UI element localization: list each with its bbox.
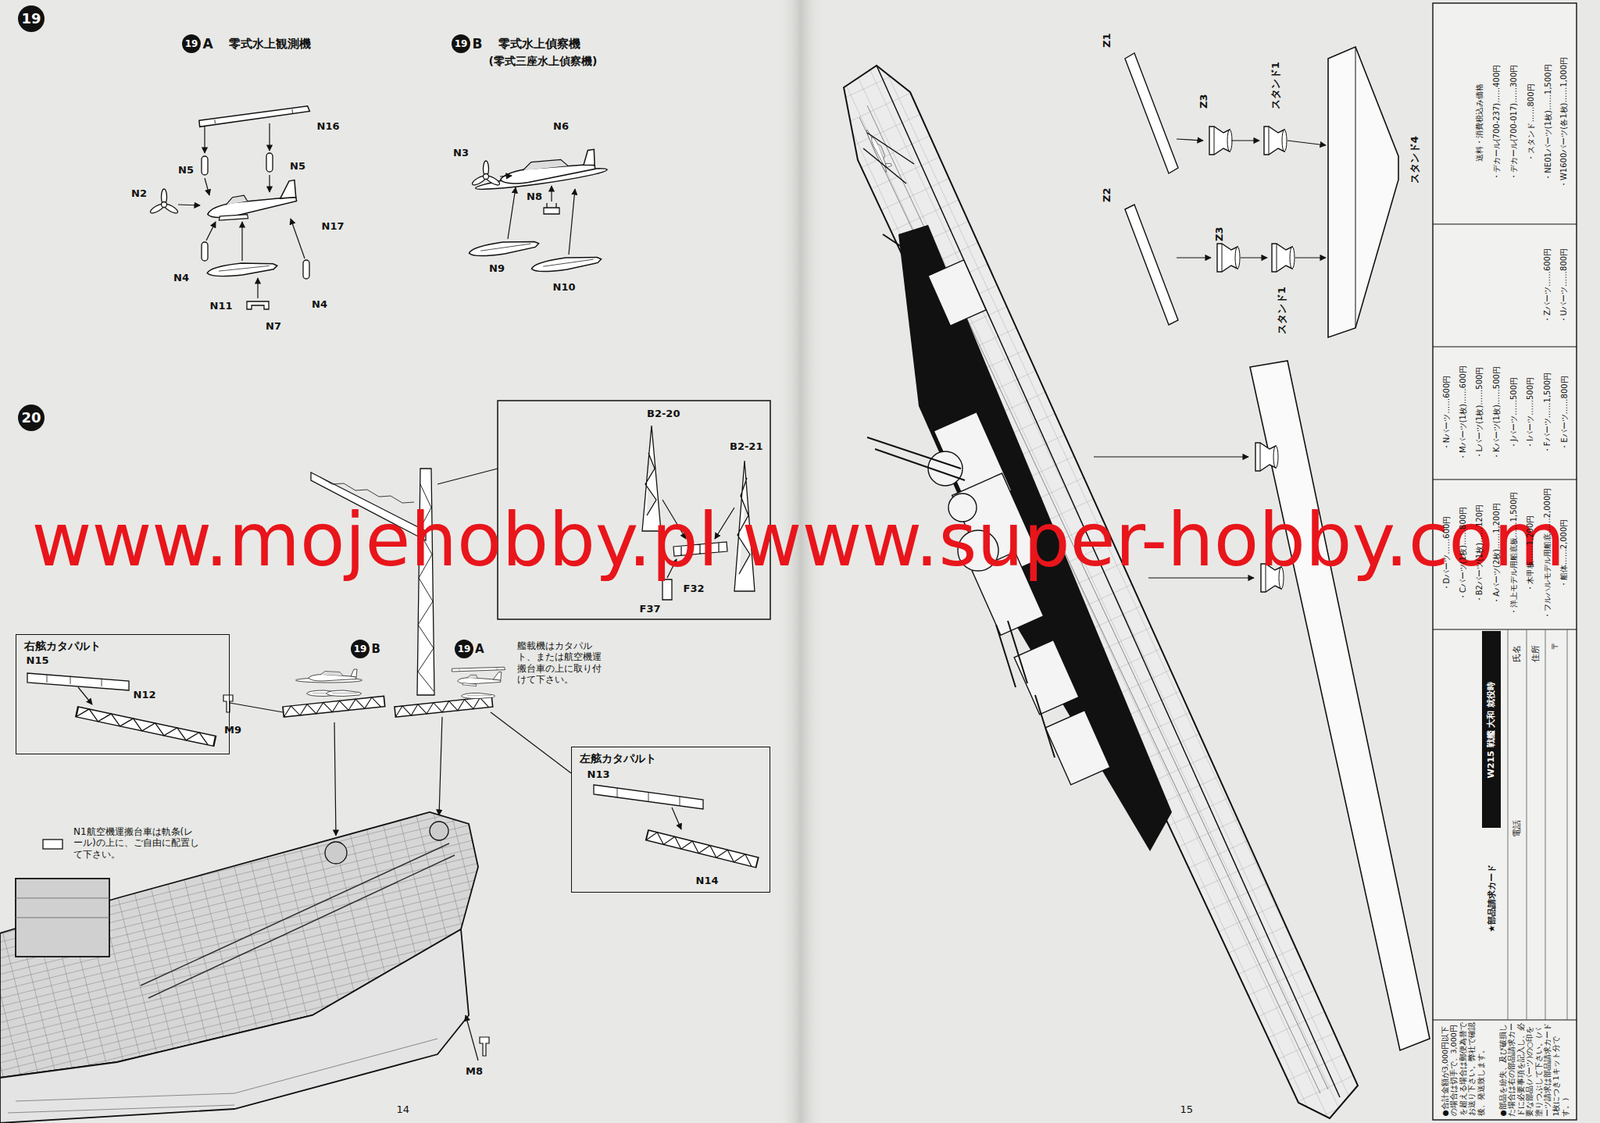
- price-row: ・Uパーツ……800円: [1559, 248, 1569, 324]
- part-number: N7: [265, 320, 282, 333]
- step-number: 20: [17, 404, 45, 432]
- price-row: ・Jパーツ……500円: [1509, 377, 1519, 450]
- part-number: Z2: [1100, 188, 1114, 203]
- step-number: 19: [17, 5, 45, 33]
- price-row: ・B2パーツ(1枚)……120円: [1475, 504, 1485, 604]
- part-number: F32: [683, 582, 705, 596]
- callout-badge: 19: [454, 639, 475, 660]
- form-field: 〒: [1549, 641, 1560, 650]
- aircraft-name: 零式水上観測機: [228, 36, 311, 51]
- part-number: N12: [133, 689, 157, 702]
- price-row: ・Aパーツ(2枚)……1,200円: [1492, 503, 1502, 605]
- price-note: 送料・消費税込み価格: [1475, 83, 1485, 162]
- part-number: N17: [321, 220, 345, 233]
- part-number: N15: [26, 654, 50, 668]
- part-number: N8: [526, 190, 543, 204]
- price-row: ・デカール(700-237)……400円: [1492, 64, 1502, 182]
- part-number: Z1: [1100, 33, 1114, 48]
- card-title: ★部品請求カード: [1485, 864, 1497, 933]
- card-note: ●部品を紛失、及び破損した場合は右の部品請求カードに必要事項を記入し、必要な部品…: [1498, 1022, 1570, 1117]
- part-number: B2-21: [729, 440, 763, 454]
- part-number: N5: [178, 164, 194, 177]
- part-number: N14: [696, 875, 719, 888]
- step-variant: A: [475, 642, 485, 657]
- part-number: N10: [553, 281, 576, 294]
- part-number: N11: [210, 300, 233, 313]
- part-number: N2: [131, 187, 147, 200]
- node-text: 19: [21, 10, 41, 28]
- kit-name: W215 戦艦 大和 就役時: [1485, 681, 1497, 779]
- price-row: ・Cパーツ(1枚)……800円: [1458, 507, 1468, 601]
- part-number: N5: [289, 160, 306, 173]
- part-number: F37: [639, 603, 661, 616]
- part-number: N13: [587, 768, 611, 782]
- aircraft-name: 零式水上偵察機: [498, 36, 581, 51]
- callout-badge: 19: [182, 34, 202, 54]
- node-text: 19: [457, 643, 472, 655]
- node-text: 19: [353, 643, 368, 655]
- part-number: B2-20: [646, 407, 680, 421]
- price-row: ・Lパーツ(1枚)……500円: [1475, 367, 1485, 461]
- price-row: ・Eパーツ……800円: [1559, 375, 1569, 450]
- part-number: M9: [224, 724, 242, 737]
- price-row: ・Nパーツ……600円: [1442, 375, 1452, 452]
- node-text: 左舷カタパルト: [579, 752, 657, 765]
- step-variant: B: [371, 642, 381, 657]
- price-row: ・スタンド……800円: [1525, 83, 1536, 161]
- node-text: 19: [185, 38, 199, 50]
- node-text: 19: [454, 38, 468, 50]
- part-number: N4: [173, 271, 190, 285]
- price-row: ・フルハルモデル用船底……2,000円: [1542, 488, 1553, 621]
- part-number: N9: [489, 262, 505, 275]
- price-row: ・Fパーツ……1,500円: [1542, 372, 1553, 454]
- form-field: 住所: [1530, 644, 1541, 662]
- step-variant: B: [472, 35, 483, 52]
- part-number: Z3: [1197, 94, 1211, 109]
- part-number: N3: [453, 146, 469, 160]
- page-number: 14: [396, 1103, 411, 1117]
- price-row: ・Zパーツ……600円: [1542, 248, 1553, 324]
- card-note: ●合計金額が3,000円以下の場合は切手で、3,000円を超える場合は郵便為替で…: [1440, 1022, 1486, 1117]
- price-row: ・Iパーツ……500円: [1525, 377, 1536, 450]
- page-number: 15: [1180, 1103, 1194, 1117]
- price-row: ・木甲板……1,200円: [1525, 515, 1536, 593]
- assembly-note: 艦載機はカタパルト、または航空機運搬台車の上に取り付けて下さい。: [517, 640, 610, 686]
- node-text: 右舷カタパルト: [24, 639, 101, 653]
- price-row: ・W1600パーツ(各1枚)……1,000円: [1559, 57, 1569, 189]
- form-field: 電話: [1511, 819, 1522, 837]
- part-number: Z3: [1213, 227, 1226, 242]
- inset-panel: 右舷カタパルト: [15, 634, 230, 755]
- callout-badge: 19: [350, 639, 371, 660]
- part-number: スタンド4: [1407, 135, 1421, 184]
- part-number: N4: [311, 298, 328, 311]
- part-number: スタンド1: [1268, 61, 1282, 110]
- price-row: ・Mパーツ(1枚)……600円: [1458, 365, 1468, 461]
- assembly-note: N1航空機運搬台車は軌条(レール)の上に、ご自由に配置して下さい。: [73, 826, 203, 861]
- price-row: ・船体……2,000円: [1559, 519, 1569, 590]
- price-row: ・NE01パーツ(1枚)……1,500円: [1542, 64, 1553, 181]
- callout-badge: 19: [451, 34, 472, 54]
- price-row: ・洋上モデル用船底板……1,500円: [1509, 492, 1519, 617]
- step-variant: A: [203, 35, 214, 52]
- price-row: ・Dパーツ……600円: [1442, 516, 1452, 593]
- node-text: 20: [21, 409, 41, 427]
- part-number: M8: [465, 1065, 483, 1079]
- price-row: ・Kパーツ(1枚)……500円: [1492, 366, 1502, 461]
- form-field: 氏名: [1511, 644, 1522, 662]
- part-number: N6: [553, 120, 569, 133]
- part-number: N16: [317, 120, 340, 133]
- aircraft-name: (零式三座水上偵察機): [489, 54, 598, 68]
- part-number: スタンド1: [1275, 286, 1288, 335]
- watermark: www.mojehobby.pl www.super-hobby.com: [32, 503, 1566, 578]
- price-row: ・デカール(700-017)……300円: [1509, 64, 1519, 182]
